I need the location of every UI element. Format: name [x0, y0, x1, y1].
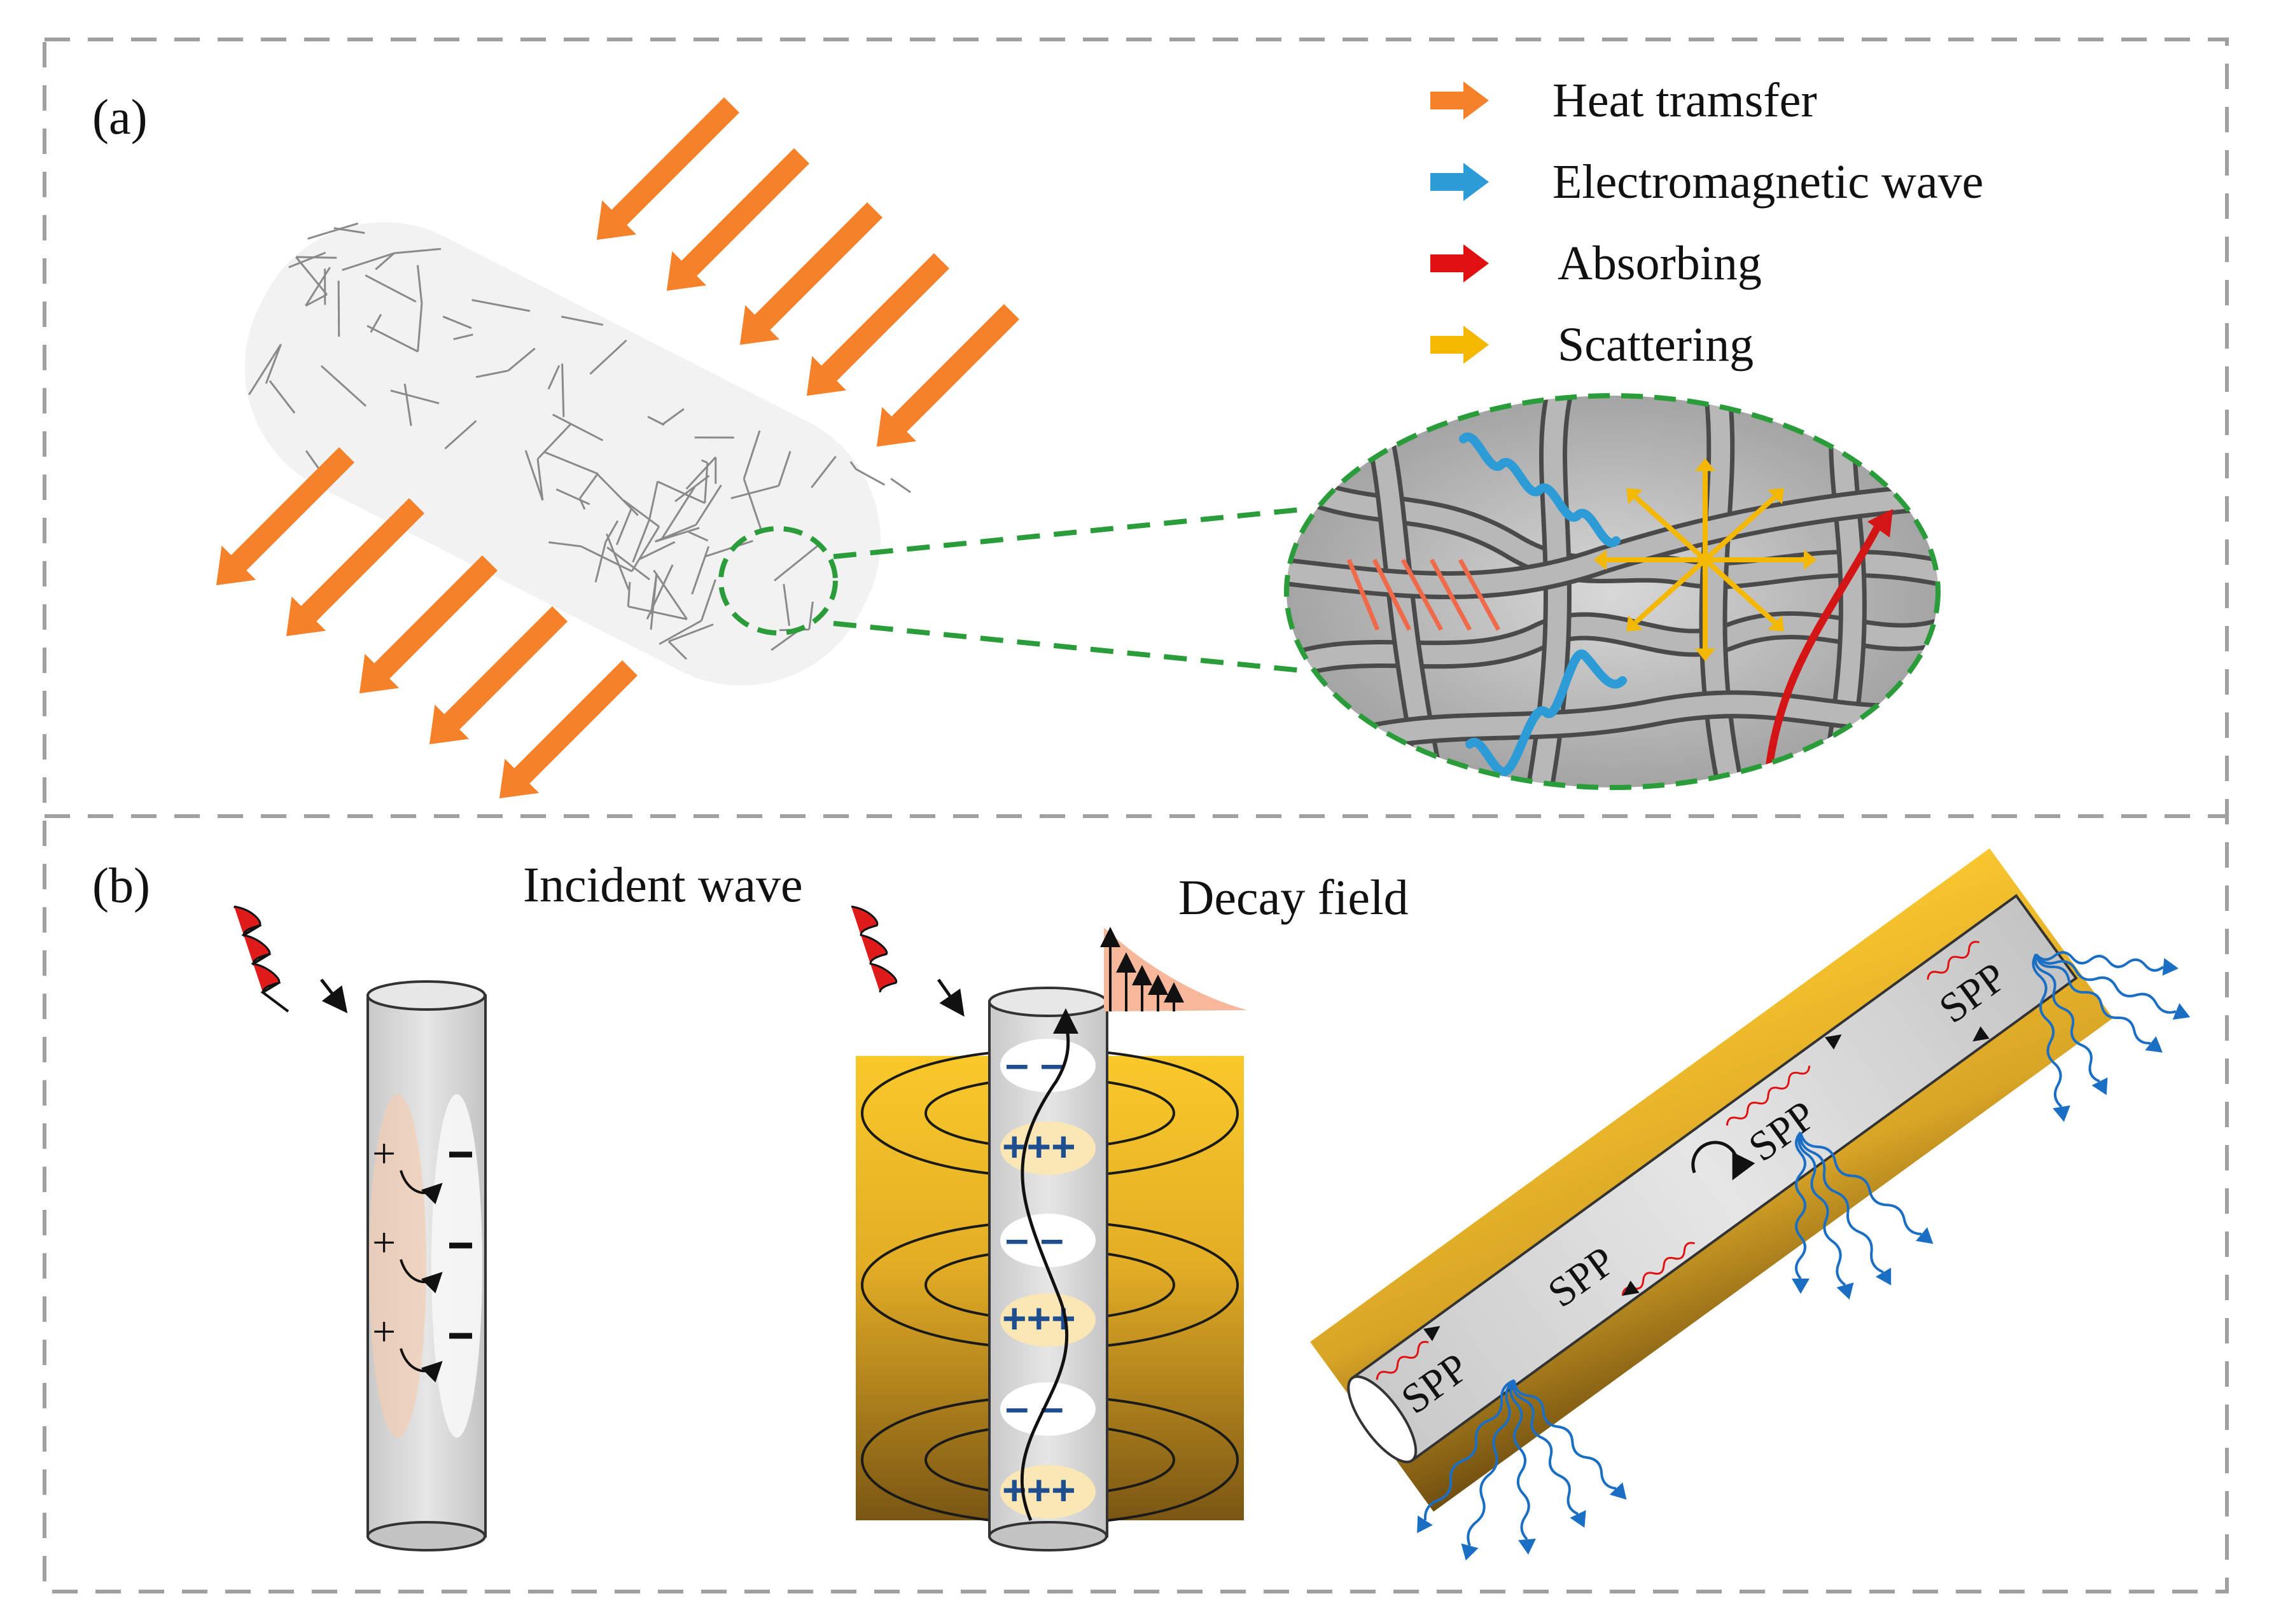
zoom-connector-top: [833, 506, 1308, 559]
heat-arrow: [429, 606, 568, 745]
zoom-foam-structure: [1287, 396, 1938, 788]
heat-arrow: [286, 497, 425, 637]
panel-a-label: (a): [92, 89, 148, 144]
outer-dashed-frame: [43, 38, 2229, 1593]
em-wave-bottom: [1465, 649, 1627, 777]
zoom-ellipse-border: [1284, 393, 1941, 790]
heat-arrow: [806, 253, 950, 396]
spp-rod: SPP SPP SPP SPP: [1310, 848, 2191, 1561]
heat-arrows-upper: [596, 97, 1020, 447]
charge-plus-3: +: [372, 1308, 396, 1355]
charge-dash-2: – –: [1005, 1215, 1064, 1262]
plasmon-rod-gold: – – +++ – – +++ – – +++: [851, 905, 1247, 1551]
legend-arrow-icon: [1430, 163, 1489, 201]
panel-b: (b) Incident wave Decay field + + +: [92, 848, 2191, 1561]
decay-field-label: Decay field: [1178, 870, 1409, 925]
legend-item: Scattering: [1430, 318, 1754, 371]
charge-dash-1: – –: [1005, 1040, 1064, 1087]
heat-arrow: [359, 555, 498, 694]
legend-label: Electromagnetic wave: [1552, 155, 1983, 209]
heat-arrow: [876, 303, 1020, 447]
legend-label: Absorbing: [1558, 237, 1762, 290]
heat-arrow: [596, 97, 740, 240]
heat-arrow: [666, 148, 810, 291]
panel-b-label: (b): [92, 857, 150, 913]
charge-plus-mid-1: +++: [1002, 1123, 1076, 1170]
zoom-view: [1284, 393, 1941, 790]
heat-arrow: [499, 660, 638, 799]
heat-absorb-arrows: [1346, 559, 1501, 631]
decay-field-graph: [1104, 927, 1247, 1011]
legend-item: Electromagnetic wave: [1430, 155, 1983, 209]
charge-plus-mid-3: +++: [1002, 1466, 1076, 1513]
charge-plus-1: +: [372, 1130, 396, 1177]
absorbing-arrow: [1765, 526, 1881, 770]
charge-plus-2: +: [372, 1219, 396, 1266]
decay-field-arrows: [1100, 927, 1184, 1011]
mesh-highlight-circle: [718, 526, 838, 635]
incident-wave-icon-2: [851, 905, 898, 993]
scattered-blue-waves: [1417, 951, 2191, 1561]
em-wave-top: [1459, 432, 1621, 548]
incident-wave-label: Incident wave: [523, 857, 803, 912]
zoom-connector-bottom: [833, 621, 1308, 674]
legend-arrow-icon: [1430, 244, 1489, 282]
legend-arrow-icon: [1430, 326, 1489, 364]
legend-label: Heat tramsfer: [1552, 74, 1817, 127]
legend-item: Absorbing: [1430, 237, 1762, 290]
charge-ovals: [1000, 1039, 1096, 1518]
legend-item: Heat tramsfer: [1430, 74, 1817, 127]
charge-dash-3: – –: [1005, 1384, 1064, 1431]
dipole-rod: + + +: [233, 905, 487, 1551]
scattering-star: [1594, 458, 1817, 662]
charge-plus-mid-2: +++: [1002, 1294, 1076, 1342]
legend-arrow-icon: [1430, 81, 1489, 120]
heat-arrow: [739, 202, 883, 345]
heat-arrow: [216, 447, 355, 586]
sine-wave: [1020, 1008, 1079, 1521]
heat-arrows-lower: [216, 447, 638, 799]
spp-rotation-arrow: [1691, 1141, 1755, 1181]
legend-label: Scattering: [1558, 318, 1754, 371]
incident-wave-icon-1: [234, 905, 281, 993]
